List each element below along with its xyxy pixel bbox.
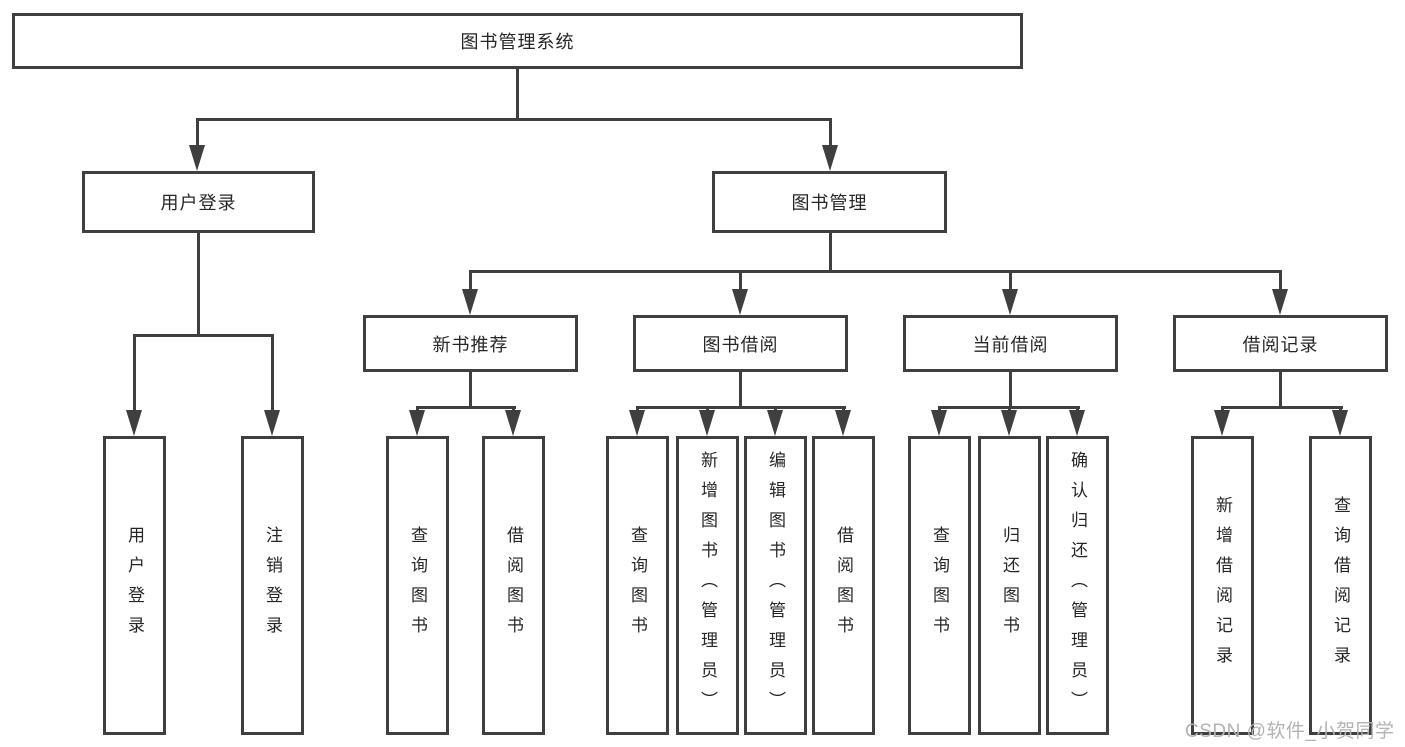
leaf-query-borrow-record: 查询借阅记录: [1309, 436, 1372, 735]
arrow-down-icon: [409, 410, 425, 436]
leaf-user-login: 用户登录: [103, 436, 166, 735]
arrow-down-icon: [1272, 289, 1288, 315]
connector-line: [739, 372, 742, 409]
leaf-label: 查询图书: [628, 525, 647, 646]
leaf-label: 查询图书: [408, 525, 427, 646]
arrow-down-icon: [1002, 289, 1018, 315]
connector-line: [196, 118, 199, 148]
arrow-down-icon: [699, 410, 715, 436]
connector-line: [1009, 270, 1012, 292]
connector-line: [1009, 372, 1012, 409]
leaf-label: 新增图书（管理员）: [698, 450, 717, 721]
arrow-down-icon: [126, 410, 142, 436]
arrow-down-icon: [931, 410, 947, 436]
connector-line: [1279, 372, 1282, 409]
leaf-borrow-book: 借阅图书: [812, 436, 875, 735]
connector-line: [197, 233, 200, 337]
arrow-down-icon: [822, 145, 838, 171]
leaf-add-borrow-record: 新增借阅记录: [1191, 436, 1254, 735]
connector-line: [196, 118, 832, 121]
connector-line: [416, 406, 516, 409]
watermark: CSDN @软件_小贺同学: [1185, 721, 1395, 742]
connector-line: [271, 334, 274, 413]
leaf-label: 确认归还（管理员）: [1068, 450, 1087, 721]
connector-line: [469, 372, 472, 409]
connector-line: [469, 270, 472, 292]
node-book-borrowing: 图书借阅: [633, 315, 848, 372]
connector-line: [516, 69, 519, 121]
leaf-return-book: 归还图书: [978, 436, 1041, 735]
leaf-label: 编辑图书（管理员）: [766, 450, 785, 721]
node-label: 用户登录: [160, 193, 237, 213]
arrow-down-icon: [505, 410, 521, 436]
leaf-label: 归还图书: [1000, 525, 1019, 646]
node-label: 图书管理系统: [460, 32, 575, 52]
arrow-down-icon: [835, 410, 851, 436]
node-label: 图书管理: [791, 193, 868, 213]
arrow-down-icon: [1001, 410, 1017, 436]
node-label: 图书借阅: [702, 334, 779, 355]
connector-line: [1221, 406, 1343, 409]
node-borrowing-records: 借阅记录: [1173, 315, 1388, 372]
arrow-down-icon: [1214, 410, 1230, 436]
leaf-query-book-newrec: 查询图书: [386, 436, 449, 735]
leaf-query-book-borrow: 查询图书: [606, 436, 669, 735]
arrow-down-icon: [1069, 410, 1085, 436]
connector-line: [636, 406, 846, 409]
node-label: 新书推荐: [432, 334, 509, 355]
node-library-system: 图书管理系统: [12, 13, 1023, 69]
node-book-management: 图书管理: [712, 171, 947, 233]
connector-line: [469, 270, 1282, 273]
arrow-down-icon: [1332, 410, 1348, 436]
leaf-add-book-admin: 新增图书（管理员）: [676, 436, 739, 735]
leaf-label: 用户登录: [125, 525, 144, 646]
arrow-down-icon: [462, 289, 478, 315]
connector-line: [1279, 270, 1282, 292]
leaf-label: 查询借阅记录: [1331, 495, 1350, 676]
arrow-down-icon: [264, 410, 280, 436]
node-label: 当前借阅: [972, 334, 1049, 355]
leaf-label: 查询图书: [930, 525, 949, 646]
connector-line: [829, 118, 832, 148]
arrow-down-icon: [732, 289, 748, 315]
connector-line: [829, 233, 832, 273]
connector-line: [739, 270, 742, 292]
leaf-query-book-current: 查询图书: [908, 436, 971, 735]
leaf-label: 注销登录: [263, 525, 282, 646]
leaf-borrow-book-newrec: 借阅图书: [482, 436, 545, 735]
arrow-down-icon: [767, 410, 783, 436]
node-current-borrowing: 当前借阅: [903, 315, 1118, 372]
leaf-label: 借阅图书: [834, 525, 853, 646]
leaf-label: 借阅图书: [504, 525, 523, 646]
node-new-book-recommend: 新书推荐: [363, 315, 578, 372]
leaf-confirm-return-admin: 确认归还（管理员）: [1046, 436, 1109, 735]
arrow-down-icon: [629, 410, 645, 436]
leaf-edit-book-admin: 编辑图书（管理员）: [744, 436, 807, 735]
leaf-label: 新增借阅记录: [1213, 495, 1232, 676]
connector-line: [133, 334, 274, 337]
arrow-down-icon: [189, 145, 205, 171]
connector-line: [133, 334, 136, 413]
leaf-logout: 注销登录: [241, 436, 304, 735]
node-label: 借阅记录: [1242, 334, 1319, 355]
node-user-login: 用户登录: [82, 171, 315, 233]
